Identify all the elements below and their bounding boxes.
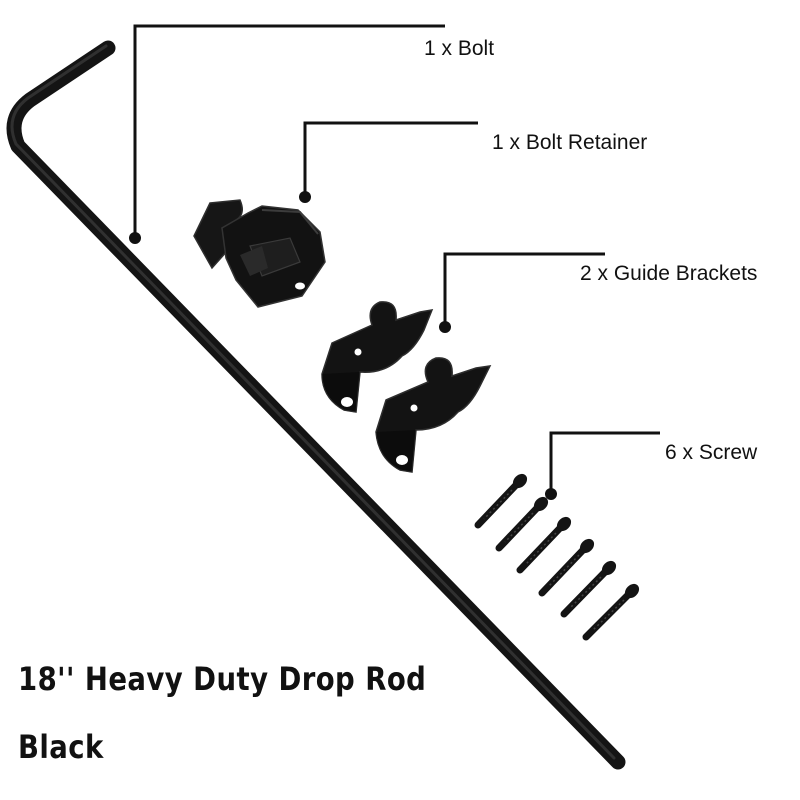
product-color: Black — [18, 728, 104, 766]
screw-3 — [516, 516, 572, 574]
guide-bracket-2 — [375, 357, 492, 473]
screw-4 — [538, 538, 595, 597]
screw-6 — [582, 583, 640, 641]
callout-line-bolt-retainer — [299, 121, 478, 203]
callout-line-bolt — [129, 24, 445, 244]
callout-line-guide-brackets — [439, 252, 605, 333]
label-bolt-retainer: 1 x Bolt Retainer — [492, 131, 648, 154]
screw-2 — [495, 496, 549, 552]
product-title: 18'' Heavy Duty Drop Rod — [18, 660, 427, 698]
label-screw: 6 x Screw — [665, 441, 758, 464]
screw-5 — [560, 560, 617, 618]
screw-1 — [474, 473, 528, 529]
drop-rod-bolt — [6, 40, 626, 770]
callout-line-screw — [545, 431, 660, 500]
guide-bracket-1 — [321, 301, 434, 413]
label-guide-brackets: 2 x Guide Brackets — [580, 262, 758, 285]
bolt-retainer — [193, 199, 326, 308]
screws — [474, 473, 640, 641]
label-bolt: 1 x Bolt — [424, 37, 495, 60]
